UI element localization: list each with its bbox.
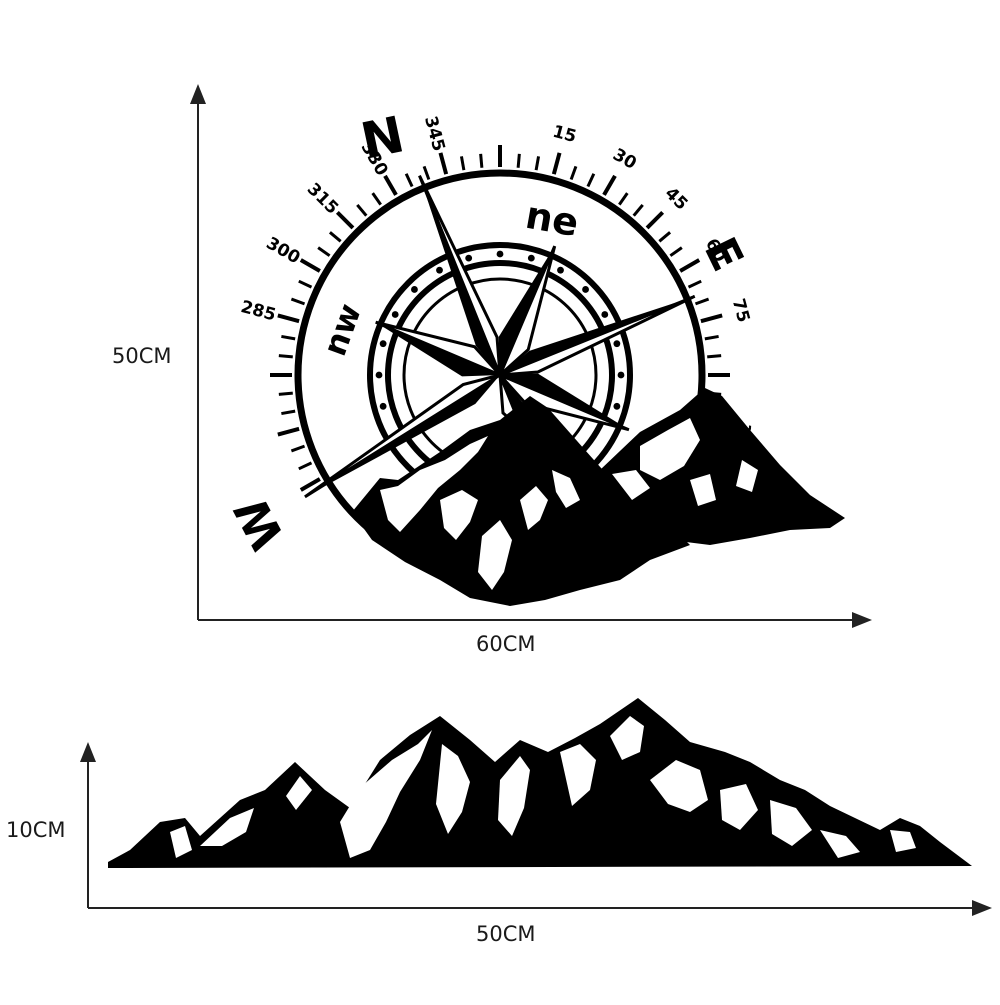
bezel-dot [527, 254, 535, 262]
degree-label: 315 [303, 179, 342, 218]
bezel-dot [465, 254, 473, 262]
star-point-light [375, 320, 502, 377]
compass-tick [679, 258, 701, 273]
bezel-dot [391, 311, 399, 318]
compass-tick [290, 297, 306, 306]
compass-tick [281, 409, 296, 416]
lower-dimension-guides [80, 742, 992, 916]
compass-tick [281, 334, 296, 341]
upper-mountain-silhouette [352, 388, 845, 606]
lower-mountain-range [108, 698, 972, 868]
upper-height-label: 50CM [112, 344, 172, 368]
cardinal-west-label: W [224, 488, 296, 558]
upper-dimension-guides [190, 84, 872, 628]
bezel-dot [379, 340, 387, 348]
compass-tick [618, 192, 629, 206]
bezel-dot [613, 340, 621, 348]
compass-tick [317, 246, 331, 257]
degree-label: 285 [239, 297, 278, 326]
lower-width-label: 50CM [476, 922, 536, 946]
compass-tick [299, 477, 321, 492]
compass-tick [422, 165, 431, 181]
bezel-dot [613, 402, 621, 410]
compass-tick [694, 297, 710, 306]
bezel-dot [496, 250, 504, 258]
intercardinal-nw-label: nw [315, 299, 369, 361]
compass-tick-ring [270, 145, 730, 492]
upper-mountain-snow [380, 418, 758, 590]
compass-tick [371, 192, 382, 206]
bezel-dot [617, 371, 625, 379]
star-point-light [418, 175, 502, 376]
degree-label: 75 [728, 297, 753, 325]
star-point-light [498, 373, 630, 432]
lower-mountain-silhouette [108, 698, 972, 868]
compass-tick [658, 231, 672, 243]
compass-tick [534, 156, 541, 171]
compass-tick [298, 279, 313, 289]
compass-tick [516, 153, 521, 168]
bezel-dot [582, 286, 589, 293]
compass-tick [298, 461, 313, 471]
degree-label: 30 [609, 145, 640, 174]
compass-tick [459, 156, 466, 171]
compass-tick [438, 152, 449, 175]
compass-star [304, 175, 696, 499]
compass-tick [687, 279, 702, 289]
lower-width-arrow-icon [972, 900, 992, 916]
degree-label: 345 [420, 114, 449, 153]
upper-mountain-right-massif [600, 388, 845, 545]
degree-label: 15 [550, 122, 578, 147]
upper-width-arrow-icon [852, 612, 872, 628]
star-point-light [499, 294, 696, 377]
compass-tick [479, 153, 484, 168]
compass-tick [299, 258, 321, 273]
compass-tick [551, 152, 562, 175]
compass-tick [645, 210, 665, 230]
compass-tick [290, 444, 306, 453]
compass-tick [632, 203, 644, 217]
lower-height-arrow-icon [80, 742, 96, 762]
star-point-light [498, 245, 557, 377]
compass-tick [700, 313, 723, 324]
compass-tick [569, 165, 578, 181]
bezel-dot [375, 371, 383, 379]
compass-tick [707, 354, 722, 359]
compass-tick [356, 203, 368, 217]
lower-mountain-snow [170, 716, 916, 858]
compass-tick [335, 210, 355, 230]
compass-tick [602, 174, 617, 196]
upper-height-arrow-icon [190, 84, 206, 104]
compass-tick [277, 313, 300, 324]
bezel-dot [379, 402, 387, 410]
compass-tick [383, 174, 398, 196]
lower-height-label: 10CM [6, 818, 66, 842]
compass-tick [704, 334, 719, 341]
bezel-dot [436, 266, 443, 274]
upper-width-label: 60CM [476, 632, 536, 656]
compass-tick [328, 231, 342, 243]
compass-bezel-dots [375, 250, 625, 410]
degree-label: 45 [661, 183, 692, 214]
compass-tick [278, 354, 293, 359]
intercardinal-ne-label: ne [522, 193, 582, 246]
bezel-dot [557, 266, 564, 274]
compass-tick [586, 173, 596, 188]
bezel-dot [411, 286, 418, 293]
compass-tick [277, 426, 300, 437]
compass-tick [669, 246, 683, 257]
compass-tick [404, 173, 414, 188]
bezel-dot [601, 311, 609, 318]
star-point-light [304, 373, 501, 499]
degree-label: 300 [263, 233, 304, 268]
compass-tick [278, 391, 293, 396]
